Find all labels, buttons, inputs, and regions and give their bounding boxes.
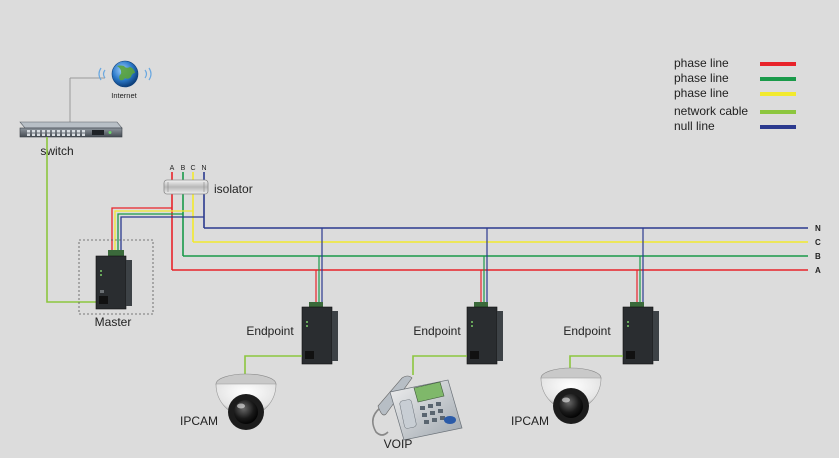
feed-green	[117, 213, 183, 252]
switch-label: switch	[40, 144, 73, 158]
ipcam-2-label: IPCAM	[511, 414, 549, 428]
line-tag-a: A	[815, 266, 821, 275]
phase-tag-n: N	[201, 165, 206, 172]
line-tag-b: B	[815, 252, 821, 261]
line-tag-n: N	[815, 224, 821, 233]
phase-tags: A B C N	[170, 165, 207, 172]
legend-label: phase line	[674, 86, 729, 100]
network-cable-endpoint-3	[569, 355, 623, 368]
legend-swatch	[760, 62, 796, 66]
master-label: Master	[95, 315, 132, 329]
legend-label: phase line	[674, 71, 729, 85]
ipcam-1-label: IPCAM	[180, 414, 218, 428]
endpoint-1-label: Endpoint	[246, 324, 294, 338]
master-device	[78, 239, 154, 315]
legend-swatch	[760, 110, 796, 114]
feed-red	[111, 207, 172, 252]
master-power-feed	[111, 207, 204, 252]
line-tag-c: C	[815, 238, 821, 247]
legend-item-network-cable: network cable	[674, 104, 796, 118]
isolator: isolator	[163, 179, 253, 196]
globe-icon	[98, 60, 152, 88]
isolator-body	[163, 179, 209, 195]
legend-label: phase line	[674, 56, 729, 70]
feed-yellow	[114, 210, 193, 252]
feed-blue	[120, 216, 204, 252]
legend-item-phase-green: phase line	[674, 71, 796, 85]
phase-tag-b: B	[181, 165, 186, 172]
legend-item-phase-red: phase line	[674, 56, 796, 70]
power-bus	[171, 172, 808, 271]
legend-swatch	[760, 125, 796, 129]
legend-label: null line	[674, 119, 715, 133]
line-end-tags: N C B A	[815, 224, 821, 275]
master-selection-box	[78, 239, 154, 315]
endpoint-2: Endpoint	[412, 228, 503, 375]
ipcam-2-icon	[540, 367, 602, 424]
isolator-label: isolator	[214, 182, 253, 196]
legend-label: network cable	[674, 104, 748, 118]
ipcam-1-icon	[215, 373, 277, 430]
endpoint-1: Endpoint	[244, 228, 338, 374]
legend-item-null-line: null line	[674, 119, 796, 133]
legend: phase line phase line phase line network…	[674, 56, 796, 133]
endpoint-3-label: Endpoint	[563, 324, 611, 338]
legend-swatch	[760, 92, 796, 96]
phase-tag-c: C	[190, 165, 195, 172]
internet-node: Internet	[69, 60, 152, 122]
endpoint-2-label: Endpoint	[413, 324, 461, 338]
legend-item-phase-yellow: phase line	[674, 86, 796, 100]
voip-phone-icon	[372, 375, 463, 441]
network-switch-icon	[19, 121, 123, 138]
legend-swatch	[760, 77, 796, 81]
network-cable-endpoint-2	[412, 355, 467, 375]
internet-label: Internet	[111, 91, 137, 100]
endpoint-3: Endpoint	[563, 228, 659, 368]
phase-tag-a: A	[170, 165, 175, 172]
voip-label: VOIP	[384, 437, 413, 451]
network-cable-endpoint-1	[244, 355, 302, 374]
network-cable-switch-master	[46, 137, 96, 303]
